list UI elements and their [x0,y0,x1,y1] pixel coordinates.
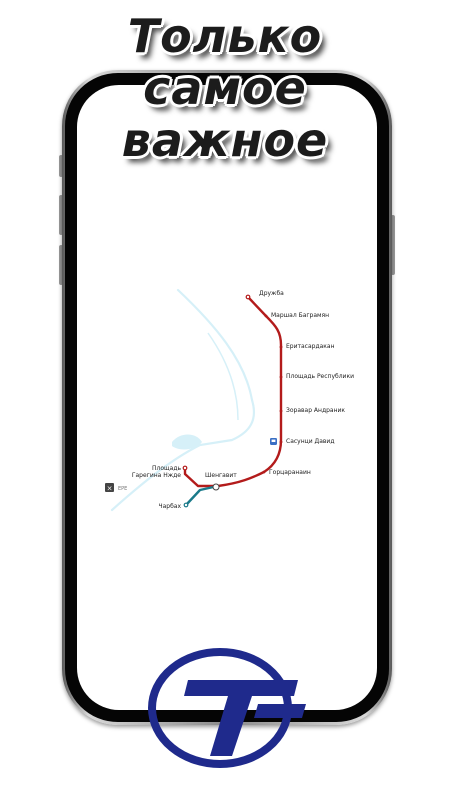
station-dot-plaza-nzhde[interactable] [182,465,188,471]
phone-side-button-right [391,215,395,275]
phone-side-button-left-1 [59,155,63,177]
station-dot-charbakh[interactable] [183,502,189,508]
station-dot-druzhba[interactable] [245,294,251,300]
headline-line-1: Только [127,9,323,63]
phone-screen [77,85,377,710]
station-label[interactable]: Зоравар Андраник [286,407,345,414]
river [110,288,256,512]
phone-side-button-left-2 [59,195,63,235]
legend-icon [105,483,114,492]
legend-text: ЕРЕ [118,486,127,492]
headline: Только самое важное [0,10,450,166]
station-dot-sasuntsi-david[interactable] [279,440,283,444]
phone-side-button-left-3 [59,245,63,285]
logo-mark [184,680,306,756]
station-dots [182,294,283,508]
train-station-icon-window [271,439,276,442]
station-label[interactable]: Маршал Баграмян [271,312,329,319]
metro-logo [148,648,306,768]
metro-teal-line [184,484,220,507]
station-label[interactable]: Дружба [259,290,284,297]
headline-line-3: важное [121,113,329,167]
metro-red-line [183,295,283,488]
legend-icon-glyph: × [107,485,113,493]
station-label[interactable]: Горцаранаин [269,469,311,476]
river-lake [172,434,202,450]
phone-frame [62,70,392,725]
station-dot-gortsaranain[interactable] [262,470,266,474]
station-label-plaza-line-1[interactable]: Площадь [152,465,181,472]
station-dot-marshal-bagramyan[interactable] [264,314,268,318]
station-label[interactable]: Шенгавит [205,472,237,479]
station-label[interactable]: Еритасардакан [286,343,335,350]
station-dot-respubliki[interactable] [279,375,283,379]
station-label[interactable]: Чарбах [158,503,181,510]
station-dot-shengavit[interactable] [212,483,220,491]
station-label-plaza-line-2[interactable]: Гарегина Нжде [132,472,181,479]
station-label[interactable]: Площадь Республики [286,373,354,380]
headline-line-2: самое [143,61,307,115]
river-branch [207,332,239,421]
station-dot-eritasardakan[interactable] [279,345,283,349]
station-dot-andranik[interactable] [279,409,283,413]
station-label[interactable]: Сасунци Давид [286,438,334,445]
phone-bezel [65,73,389,722]
